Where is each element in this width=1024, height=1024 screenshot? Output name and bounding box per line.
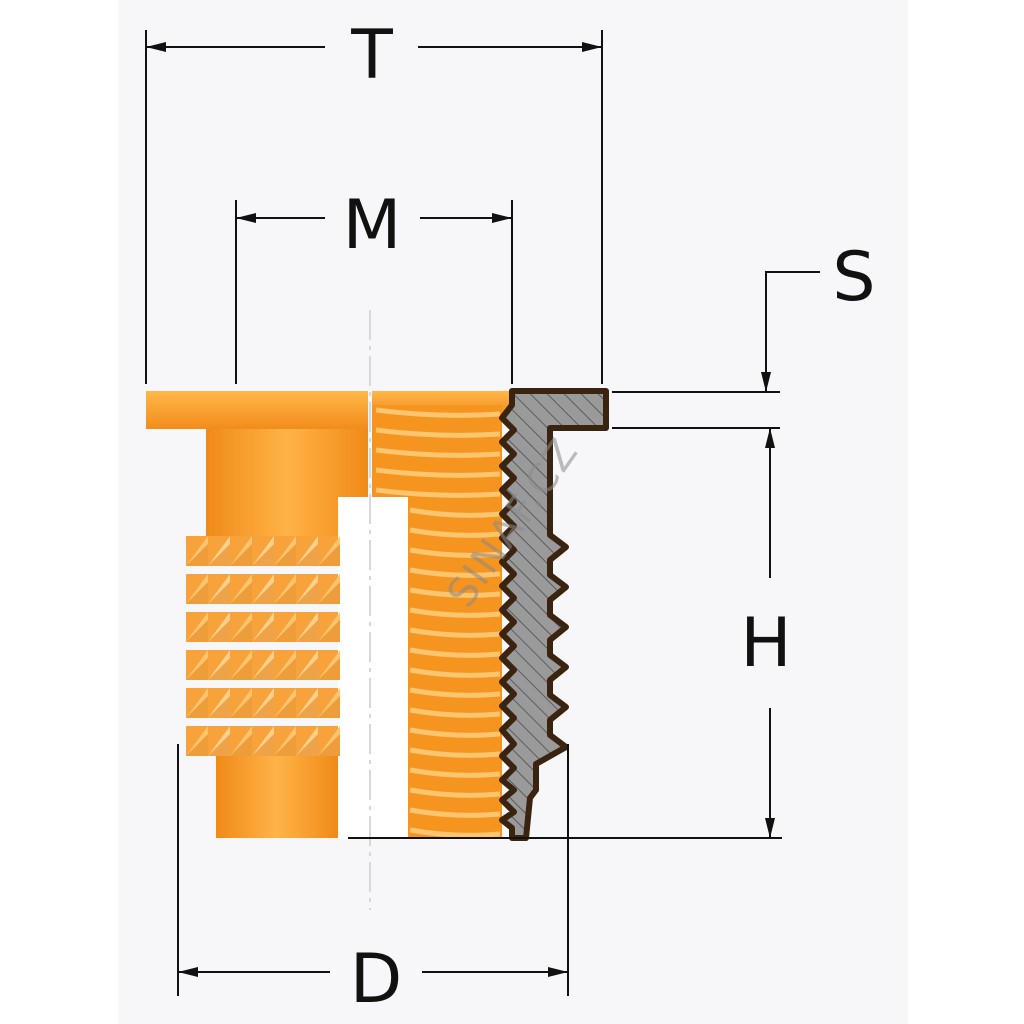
thread-line	[409, 547, 501, 558]
thread-line	[375, 407, 501, 418]
thread-line	[409, 647, 501, 658]
thread-line	[409, 687, 501, 698]
dimension-label-S: S	[832, 238, 875, 317]
tooth-shadow	[296, 696, 318, 718]
internal-thread-lines	[375, 407, 501, 838]
tooth-shadow	[318, 658, 340, 680]
dimension-label-M: M	[343, 186, 402, 265]
tooth-shadow	[296, 734, 318, 756]
dimension-label-H: H	[740, 604, 791, 683]
tooth-shadow	[208, 620, 230, 642]
tooth-shadow	[252, 696, 274, 718]
thread-line	[409, 827, 501, 838]
tooth-shadow	[252, 544, 274, 566]
tooth-shadow	[274, 696, 296, 718]
dimension-label-T: T	[350, 16, 393, 95]
flange	[146, 391, 368, 429]
tooth-shadow	[252, 620, 274, 642]
lower-cylinder	[216, 748, 338, 838]
thread-line	[409, 727, 501, 738]
tooth-shadow	[296, 620, 318, 642]
thread-line	[409, 587, 501, 598]
tooth-shadow	[230, 696, 252, 718]
tooth-shadow	[252, 582, 274, 604]
tooth-shadow	[230, 582, 252, 604]
thread-line	[409, 627, 501, 638]
thread-line	[375, 487, 501, 498]
tooth-shadow	[296, 544, 318, 566]
thread-line	[375, 427, 501, 438]
tooth-shadow	[274, 582, 296, 604]
wall-section	[499, 388, 609, 841]
tooth-shadow	[252, 734, 274, 756]
thread-line	[409, 567, 501, 578]
section-view	[372, 388, 609, 841]
tooth-shadow	[274, 620, 296, 642]
serrated-teeth	[186, 536, 340, 756]
thread-line	[409, 527, 501, 538]
tooth-shadow	[296, 582, 318, 604]
tooth-shadow	[230, 620, 252, 642]
tooth-shadow	[230, 658, 252, 680]
thread-line	[409, 667, 501, 678]
tooth-shadow	[208, 582, 230, 604]
tooth-shadow	[208, 544, 230, 566]
thread-line	[409, 787, 501, 798]
slot	[338, 497, 408, 839]
tooth-shadow	[186, 620, 208, 642]
tooth-shadow	[208, 734, 230, 756]
thread-line	[409, 707, 501, 718]
tooth-shadow	[296, 658, 318, 680]
thread-line	[409, 507, 501, 518]
tooth-shadow	[186, 734, 208, 756]
thread-line	[409, 767, 501, 778]
tooth-shadow	[230, 544, 252, 566]
tooth-shadow	[274, 734, 296, 756]
tooth-shadow	[208, 658, 230, 680]
tooth-shadow	[274, 544, 296, 566]
exterior-view	[146, 391, 408, 839]
tooth-shadow	[208, 696, 230, 718]
tooth-shadow	[274, 658, 296, 680]
tooth-shadow	[318, 734, 340, 756]
tooth-shadow	[318, 544, 340, 566]
tooth-shadow	[318, 582, 340, 604]
tooth-shadow	[186, 696, 208, 718]
tooth-shadow	[318, 620, 340, 642]
tooth-shadow	[186, 544, 208, 566]
thread-line	[375, 467, 501, 478]
tooth-shadow	[230, 734, 252, 756]
tooth-shadow	[252, 658, 274, 680]
dimension-lines	[145, 30, 820, 996]
thread-line	[409, 807, 501, 818]
tooth-shadow	[318, 696, 340, 718]
thread-line	[375, 447, 501, 458]
thread-line	[409, 607, 501, 618]
tooth-shadow	[186, 658, 208, 680]
tooth-shadow	[186, 582, 208, 604]
dimension-label-D: D	[350, 940, 402, 1019]
thread-line	[409, 747, 501, 758]
